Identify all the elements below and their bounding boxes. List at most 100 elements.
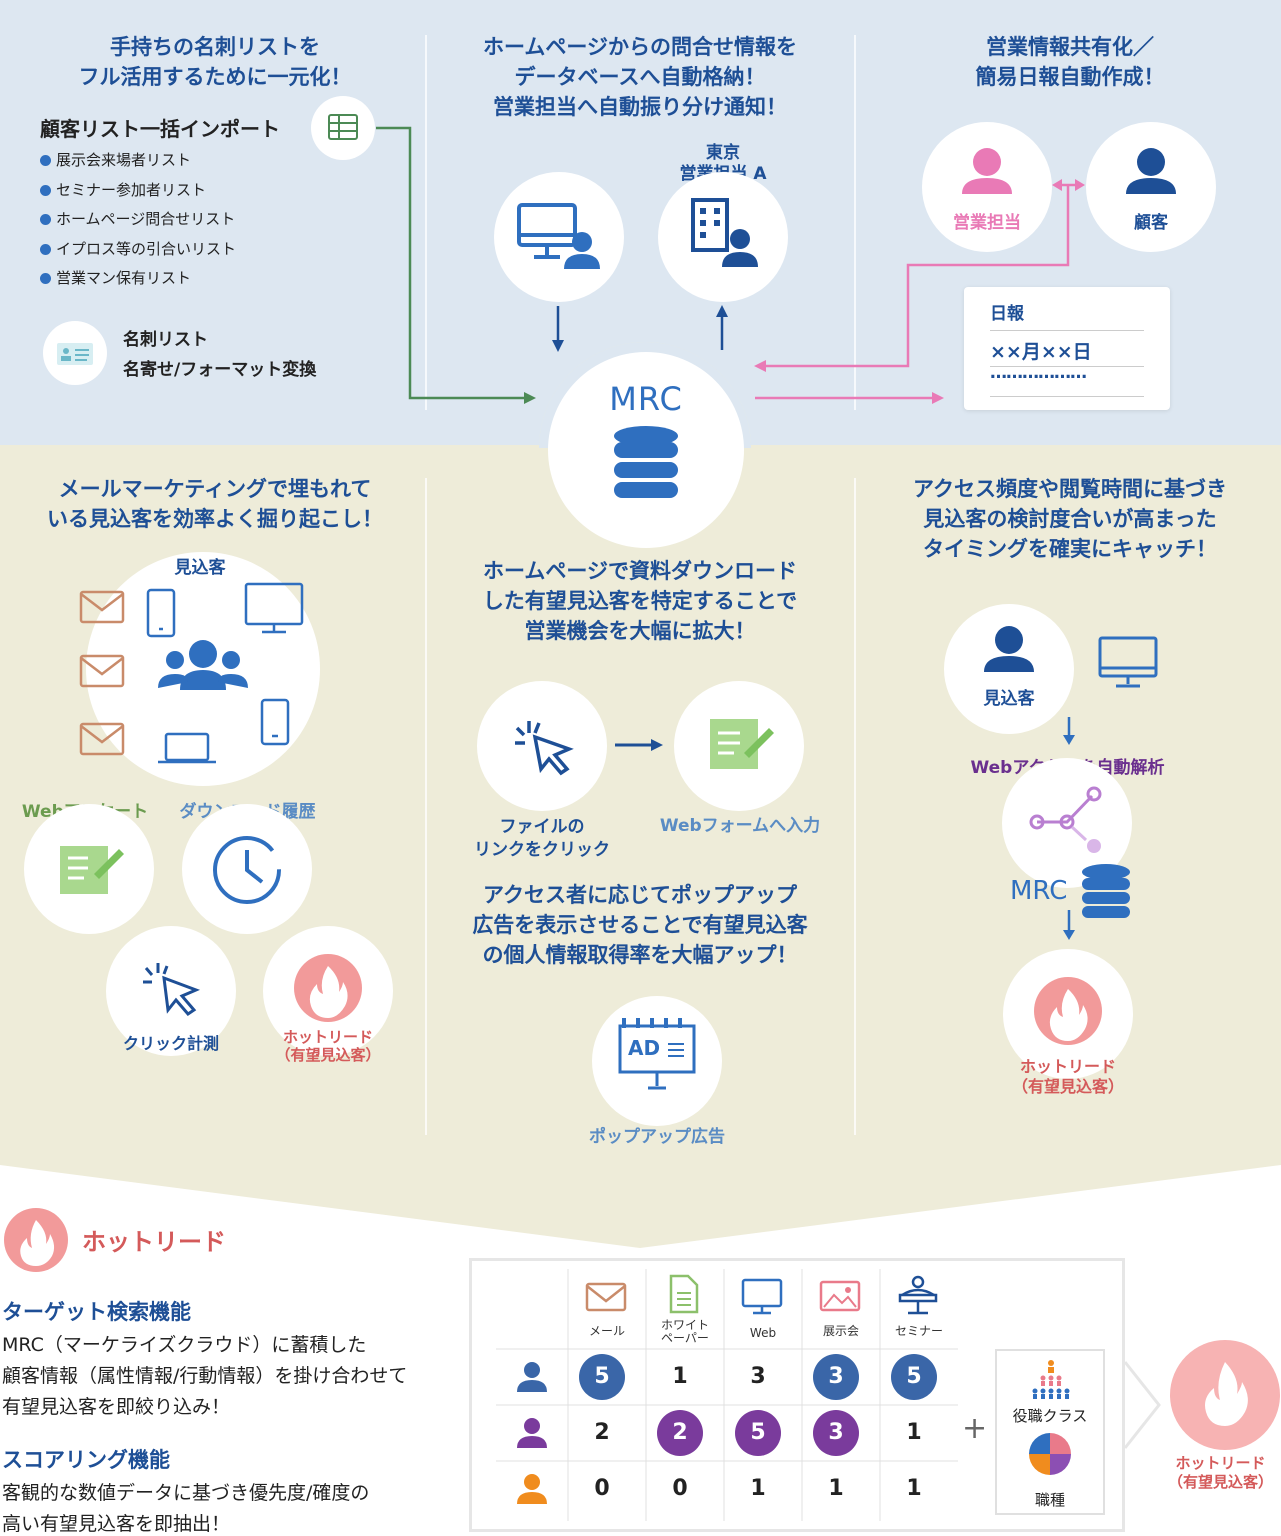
scoring-text: 客観的な数値データに基づき優先度/確度の 高い有望見込客を即抽出！ — [2, 1482, 370, 1535]
mid-col1-heading: メールマーケティングで埋もれて いる見込客を効率よく掘り起こし！ — [47, 477, 383, 531]
score-cell: 1 — [750, 1476, 766, 1501]
score-cell: 3 — [750, 1364, 766, 1389]
web-icon — [741, 1278, 783, 1315]
mrc-database: MRC — [548, 352, 744, 548]
whitepaper-icon — [669, 1274, 699, 1314]
col-mail: メール — [588, 1324, 625, 1338]
report-date: ××月××日 — [990, 341, 1092, 363]
score-cell: 3 — [813, 1354, 859, 1400]
web-user-icon — [494, 172, 624, 302]
click-label: クリック計測 — [122, 1034, 219, 1053]
list-item: 営業マン保有リスト — [40, 264, 236, 294]
card-text: 名刺リスト 名寄せ/フォーマット変換 — [123, 330, 317, 380]
sales-label: 営業担当 — [953, 213, 1021, 233]
mrc-small: MRC — [1010, 876, 1068, 906]
role-class-label: 役職クラス — [1012, 1407, 1088, 1425]
hot-lead-mid1: ホットリード （有望見込客） — [263, 926, 393, 1064]
web-form — [674, 681, 804, 811]
prospect-label: 見込客 — [174, 558, 226, 578]
spreadsheet-icon — [311, 96, 375, 160]
report-dots: ……………… — [990, 363, 1087, 383]
database-icon — [614, 426, 678, 498]
popup-heading: アクセス者に応じてポップアップ 広告を表示させることで有望見込客 の個人情報取得… — [472, 883, 808, 967]
mrc-logo: MRC — [609, 380, 683, 418]
seminar-icon — [898, 1275, 938, 1315]
list-item: 展示会来場者リスト — [40, 146, 236, 176]
sales-person: 営業担当 — [922, 122, 1052, 252]
prospect-cluster — [86, 552, 320, 786]
mid-col2-heading: ホームページで資料ダウンロード した有望見込客を特定することで 営業機会を大幅に… — [482, 559, 798, 643]
business-card-icon — [43, 321, 107, 385]
score-cell: 1 — [906, 1420, 922, 1445]
plus-sign: + — [962, 1411, 988, 1446]
score-cell: 5 — [579, 1354, 625, 1400]
score-cell: 1 — [906, 1476, 922, 1501]
person-icon — [517, 1362, 547, 1392]
result-chevron — [1123, 1361, 1161, 1449]
col3-heading: 営業情報共有化／ 簡易日報自動作成！ — [975, 35, 1165, 89]
hot-result — [1170, 1340, 1280, 1450]
col3-arrows — [1063, 717, 1075, 940]
score-cell: 1 — [672, 1364, 688, 1389]
col-exhibition: 展示会 — [822, 1324, 859, 1338]
target-title: ターゲット検索機能 — [2, 1300, 191, 1324]
job-type-icon — [1029, 1433, 1071, 1475]
score-cell: 2 — [657, 1410, 703, 1456]
list-item: セミナー参加者リスト — [40, 176, 236, 206]
hot-title-icon — [4, 1208, 68, 1272]
col-whitepaper: ホワイト ペーパー — [660, 1318, 709, 1345]
col2-heading: ホームページからの問合せ情報を データベースへ自動格納！ 営業担当へ自動振り分け… — [483, 35, 797, 119]
daily-report: 日報 ××月××日 ……………… — [964, 287, 1170, 410]
mail-icon — [585, 1282, 627, 1312]
analysis-circle — [1002, 758, 1132, 888]
attribute-box: 役職クラス 職種 — [995, 1349, 1105, 1515]
score-cell: 2 — [594, 1420, 610, 1445]
popup-ad: AD — [592, 996, 722, 1126]
office-user-icon — [658, 172, 788, 302]
click-file — [477, 681, 607, 811]
score-cell: 0 — [672, 1476, 688, 1501]
click-measure: クリック計測 — [106, 926, 236, 1056]
mid-col3-heading: アクセス頻度や閲覧時間に基づき 見込客の検討度合いが高まった タイミングを確実に… — [913, 477, 1227, 561]
hot-lead-mid3: ホットリード （有望見込客） — [1003, 949, 1133, 1096]
clock-icon — [182, 804, 312, 934]
exhibition-icon — [819, 1280, 861, 1312]
list-item: ホームページ問合せリスト — [40, 205, 236, 235]
web-form-label: Webフォームへ入力 — [659, 816, 821, 836]
target-text: MRC（マーケライズクラウド）に蓄積した 顧客情報（属性情報/行動情報）を掛け合… — [2, 1334, 408, 1418]
hot-label-mid3: ホットリード （有望見込客） — [1011, 1057, 1124, 1096]
hot-result-label: ホットリード （有望見込客） — [1167, 1454, 1273, 1491]
click-file-label: ファイルの リンクをクリック — [474, 817, 610, 860]
scoring-title: スコアリング機能 — [2, 1448, 170, 1472]
person-icon — [517, 1418, 547, 1448]
score-cell: 1 — [828, 1476, 844, 1501]
hot-title: ホットリード — [82, 1228, 226, 1256]
prospect3-label: 見込客 — [983, 689, 1035, 709]
popup-label: ポップアップ広告 — [589, 1127, 725, 1147]
db-small-icon — [1082, 864, 1130, 918]
report-title: 日報 — [990, 304, 1024, 324]
score-cell: 3 — [813, 1410, 859, 1456]
monitor-icon — [1098, 636, 1158, 688]
survey-icon — [24, 804, 154, 934]
prospect-web: 見込客 — [944, 604, 1074, 734]
table-grid — [496, 1269, 958, 1521]
col-web: Web — [749, 1326, 777, 1340]
arrow-right — [615, 739, 663, 751]
list-item: イプロス等の引合いリスト — [40, 235, 236, 265]
customer-label: 顧客 — [1134, 213, 1168, 233]
prospect-icons — [79, 582, 304, 764]
job-type-label: 職種 — [1034, 1491, 1065, 1509]
col1-heading: 手持ちの名刺リストを フル活用するために一元化！ — [78, 35, 352, 89]
person-icon — [517, 1474, 547, 1504]
score-cell: 5 — [891, 1354, 937, 1400]
import-title: 顧客リスト一括インポート — [40, 117, 280, 141]
ad-text: AD — [628, 1036, 661, 1060]
hot-label-mid1: ホットリード （有望見込客） — [275, 1028, 381, 1064]
score-cell: 0 — [594, 1476, 610, 1501]
import-list: 展示会来場者リスト セミナー参加者リスト ホームページ問合せリスト イプロス等の… — [40, 146, 236, 294]
score-cell: 5 — [735, 1410, 781, 1456]
customer-person: 顧客 — [1086, 122, 1216, 252]
hierarchy-icon — [1032, 1360, 1070, 1399]
